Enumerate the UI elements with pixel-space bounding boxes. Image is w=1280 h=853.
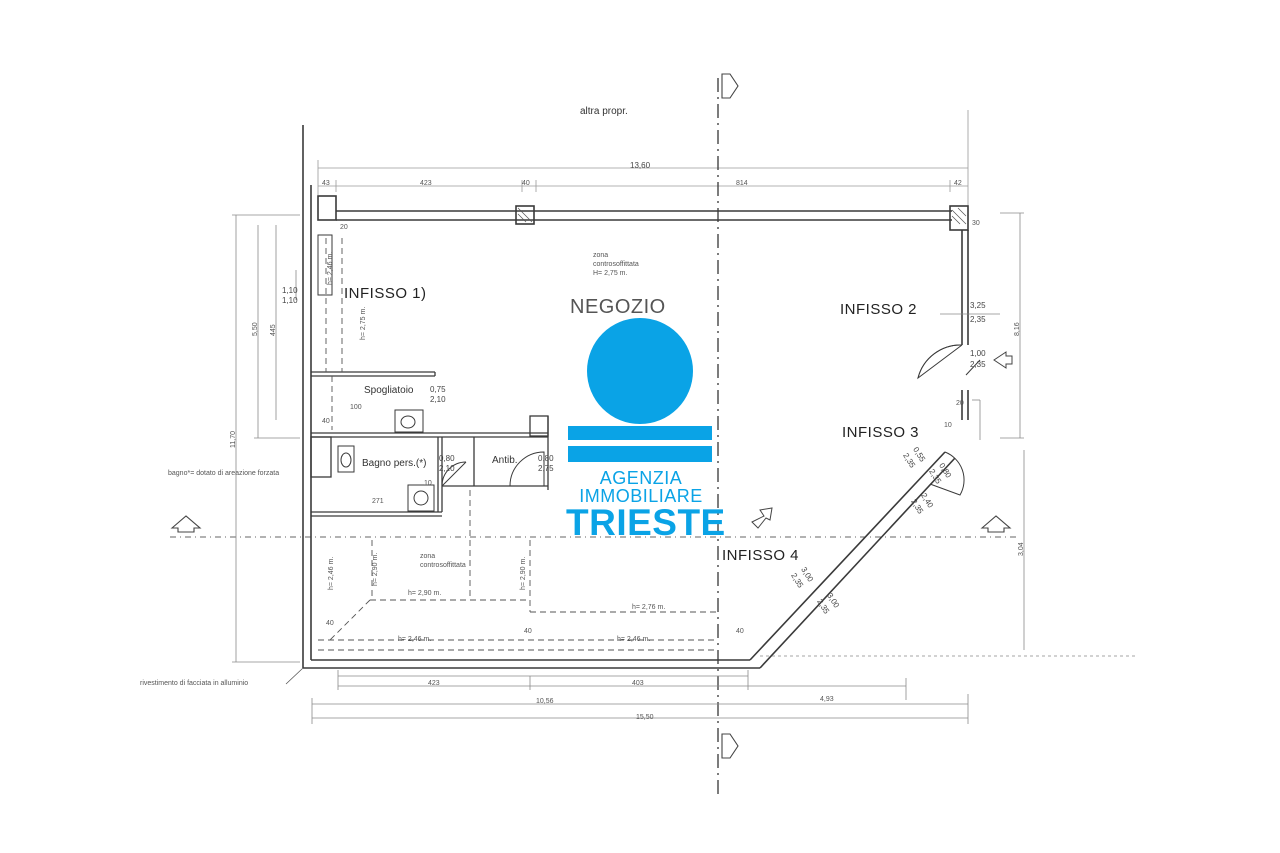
infisso2-dim-b: 2,35 <box>970 315 986 324</box>
label-infisso-3: INFISSO 3 <box>842 424 920 441</box>
small-dim-2: 40 <box>326 620 334 627</box>
label-bagno-note: bagno*= dotato di areazione forzata <box>168 470 280 477</box>
section-arrow-top <box>721 73 739 99</box>
door-dim-b: 2,35 <box>970 360 986 369</box>
infisso1-dim-b: 1,10 <box>282 296 298 305</box>
logo-bar-1 <box>568 426 712 440</box>
dim-top-4: 42 <box>954 180 962 187</box>
entry-arrow-right <box>993 351 1013 369</box>
label-negozio: NEGOZIO <box>570 296 666 318</box>
bagno-dim-a: 0,80 <box>439 454 455 463</box>
dim-top-total: 13,60 <box>630 161 651 170</box>
label-antib: Antib. <box>492 455 518 466</box>
side-dim-1: 5,50 <box>252 322 259 336</box>
h-246-a: h= 2,46 m. <box>398 636 432 643</box>
ceiling-zones <box>318 238 718 651</box>
bottom-dim-1: 403 <box>632 680 644 687</box>
antib-dim-a: 0,80 <box>538 454 554 463</box>
dim-top-1: 423 <box>420 180 432 187</box>
agency-logo: NEGOZIO AGENZIA IMMOBILIARE TRIESTE <box>566 296 726 543</box>
side-dim-0: 11,70 <box>230 431 237 448</box>
h-276: h= 2,76 m. <box>632 604 666 611</box>
sanitary-fixtures <box>317 234 435 512</box>
dim-top-2: 40 <box>522 180 530 187</box>
bagno-dim-b: 2,10 <box>439 464 455 473</box>
leader-rivestimento <box>285 667 304 685</box>
small-dim-0: 20 <box>340 224 348 231</box>
label-rivestimento: rivestimento di facciata in alluminio <box>140 680 249 687</box>
logo-line-2: IMMOBILIARE <box>579 486 703 506</box>
dim-top-0: 43 <box>322 180 330 187</box>
dim-top-3: 814 <box>736 180 748 187</box>
logo-line-1: AGENZIA <box>599 468 683 488</box>
door-swings <box>441 344 981 496</box>
hatch-column <box>517 207 967 225</box>
v-h-290: h= 2,90 m. <box>372 552 379 586</box>
right-dimension-lines <box>940 212 1025 650</box>
label-spogliatoio: Spogliatoio <box>364 385 414 396</box>
infisso2-dim-a: 3,25 <box>970 301 986 310</box>
spogliatoio-dim-a: 0,75 <box>430 385 446 394</box>
small-dim-5: 20 <box>956 400 964 407</box>
bottom-dim-3: 4,93 <box>820 696 834 703</box>
small-dim-9: 40 <box>322 418 330 425</box>
section-arrow-right <box>980 515 1012 533</box>
small-dim-10: 10 <box>424 480 432 487</box>
v-h-246: h= 2,46 m. <box>328 556 335 590</box>
bottom-dim-0: 423 <box>428 680 440 687</box>
antib-dim-b: 2,75 <box>538 464 554 473</box>
zona-bot-2: controsoffittata <box>420 562 466 569</box>
zona-top-2: controsoffittata <box>593 261 639 268</box>
section-arrow-left <box>170 515 202 533</box>
top-dimension-lines <box>317 110 969 230</box>
bottom-dim-4: 15,50 <box>636 714 654 721</box>
side-dim-4: 8,16 <box>1014 322 1021 336</box>
small-dim-1: 30 <box>972 220 980 227</box>
logo-line-3: TRIESTE <box>566 502 726 543</box>
interior-walls <box>310 371 549 517</box>
zona-bot-1: zona <box>420 553 436 560</box>
label-infisso-1: INFISSO 1) <box>344 285 427 302</box>
bottom-dim-2: 10,56 <box>536 698 554 705</box>
label-altra-propr: altra propr. <box>580 106 628 117</box>
infisso1-dim-a: 1,10 <box>282 286 298 295</box>
v-h-246-top: h= 2,46 m. <box>327 251 334 285</box>
zona-top-3: H= 2,75 m. <box>593 270 628 277</box>
left-dimension-lines <box>232 214 300 663</box>
bottom-dimension-lines <box>311 670 969 724</box>
spogliatoio-dim-b: 2,10 <box>430 395 446 404</box>
small-dim-7: 271 <box>372 498 384 505</box>
h-290-a: h= 2,90 m. <box>408 590 442 597</box>
logo-circle <box>587 318 693 424</box>
small-dim-4: 40 <box>736 628 744 635</box>
v-h-290b: h= 2,90 m. <box>520 556 527 590</box>
logo-bar-2 <box>568 446 712 462</box>
outer-walls <box>302 125 969 669</box>
small-dim-6: 10 <box>944 422 952 429</box>
h-246-b: h= 2,46 m. <box>617 636 651 643</box>
label-bagno-pers: Bagno pers.(*) <box>362 458 427 469</box>
side-dim-5: 3,04 <box>1018 542 1025 556</box>
v-h-275: h= 2,75 m. <box>360 306 367 340</box>
zona-top-1: zona <box>593 252 609 259</box>
small-dim-8: 100 <box>350 404 362 411</box>
small-dim-3: 40 <box>524 628 532 635</box>
label-infisso-2: INFISSO 2 <box>840 301 918 318</box>
entry-arrow-diagonal <box>751 507 773 529</box>
label-infisso-4: INFISSO 4 <box>722 547 800 564</box>
door-dim-a: 1,00 <box>970 349 986 358</box>
side-dim-3: 445 <box>270 324 277 336</box>
section-arrow-bottom <box>721 733 739 759</box>
